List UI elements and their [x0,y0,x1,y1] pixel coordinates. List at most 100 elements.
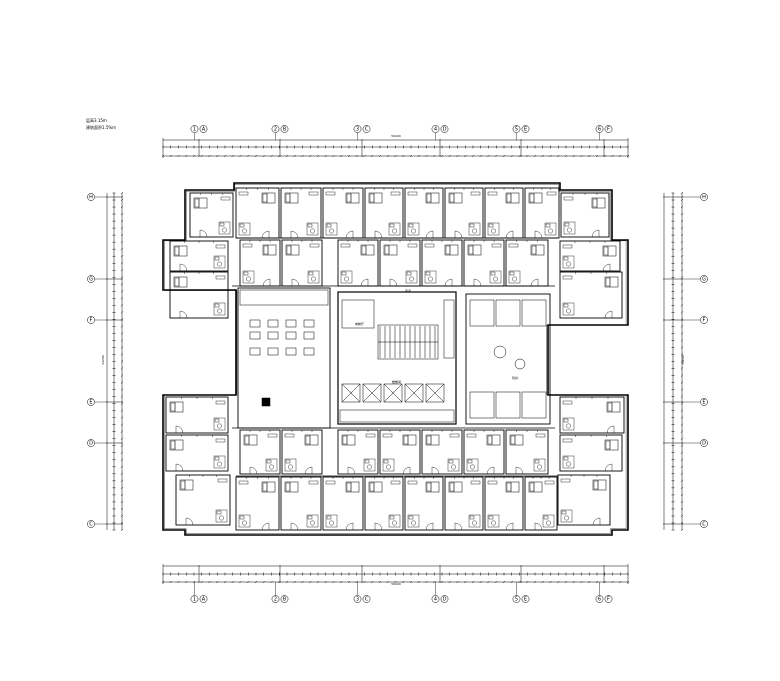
basin [488,223,494,228]
dimension-tick [120,465,124,468]
bathroom [325,222,338,236]
guest-room [484,187,524,239]
left-total-dimension: 34200 [101,355,105,365]
bathroom [468,222,481,236]
basin [326,223,332,228]
dimension-tick [293,154,296,158]
bathroom [447,458,460,472]
axis-right-D-label: D [702,441,706,447]
axis-left-C [87,520,95,528]
dimension-tick [177,154,180,158]
guest-room [444,476,484,531]
dimension-lines [106,138,684,584]
door-swing [505,230,514,239]
axis-left-D [87,439,95,447]
bed [284,481,299,493]
toilet [242,228,247,234]
dimension-tick [680,191,684,195]
room-wall [280,187,322,239]
dimension-tick [120,430,124,433]
basin [425,271,431,276]
axis-right-H [700,193,708,201]
desk [508,243,519,248]
pillow [529,193,535,203]
guest-room [235,187,280,239]
service-room [469,299,495,327]
top-total-dimension: 50400 [391,134,401,138]
basin [266,459,272,464]
dimension-tick [518,154,521,158]
dimension-tick [120,388,124,391]
toilet [329,228,334,234]
bed [530,244,545,256]
basin [563,418,569,423]
door-swing [374,522,383,531]
dimension-tick [120,339,124,342]
axis-top-sub-5 [521,125,530,133]
dimension-tick [680,528,684,532]
dimension-tick [120,212,124,216]
service-room [521,299,547,327]
axis-top-sub-3-label: C [365,127,369,133]
dimension-tick [254,154,258,158]
room-wall [484,476,524,531]
pillow [445,245,451,255]
lobby-table [285,347,297,356]
dimension-tick [239,580,242,584]
desk [407,480,418,485]
guest-room [337,429,379,475]
bathroom [306,514,319,528]
bathroom [218,221,231,235]
dimension-tick [680,205,684,209]
guest-room [280,476,322,531]
core-label-shaft: 管井 [512,375,518,380]
basin [564,222,570,227]
dimension-tick [120,360,124,363]
bed [304,434,319,446]
dimension-tick [120,247,124,251]
door-swing [591,229,600,238]
bed [169,439,184,451]
pillow [342,435,348,445]
bathroom [306,222,319,236]
bathroom [213,302,226,316]
desk [215,275,226,280]
room-wall [337,429,379,475]
dimension-tick [479,580,482,584]
basin [326,515,332,520]
dimension-tick [355,154,358,158]
dimension-tick [285,154,289,158]
axis-top-5 [512,125,521,133]
dimension-tick [541,154,544,158]
guest-room [337,239,379,287]
dimension-tick [510,154,513,158]
dimension-tick [208,154,211,158]
dimension-tick [270,580,273,584]
toilet [472,520,477,526]
bed [383,244,398,256]
guest-room [463,429,505,475]
toilet [451,464,456,470]
door-swing [604,310,613,319]
guest-room [281,239,323,287]
dimension-tick [680,458,684,461]
drawing-note-1: 层高3.15m [86,118,107,123]
axis-top-3-label: 3 [356,127,359,133]
axis-right-E-label: E [702,400,705,406]
room-wall [484,187,524,239]
basin [239,223,245,228]
pillow [426,482,432,492]
axis-top-6 [595,125,604,133]
basin [285,459,291,464]
bed [509,434,524,446]
desk [491,243,502,248]
dimension-tick [363,154,366,158]
dimension-tick [120,444,124,447]
room-wall [524,476,558,531]
bathroom [562,255,575,269]
axis-top-sub-2 [280,125,289,133]
dimension-tick [680,402,684,405]
basin [490,271,496,276]
dimension-tick [208,580,211,584]
guest-room [559,271,623,319]
